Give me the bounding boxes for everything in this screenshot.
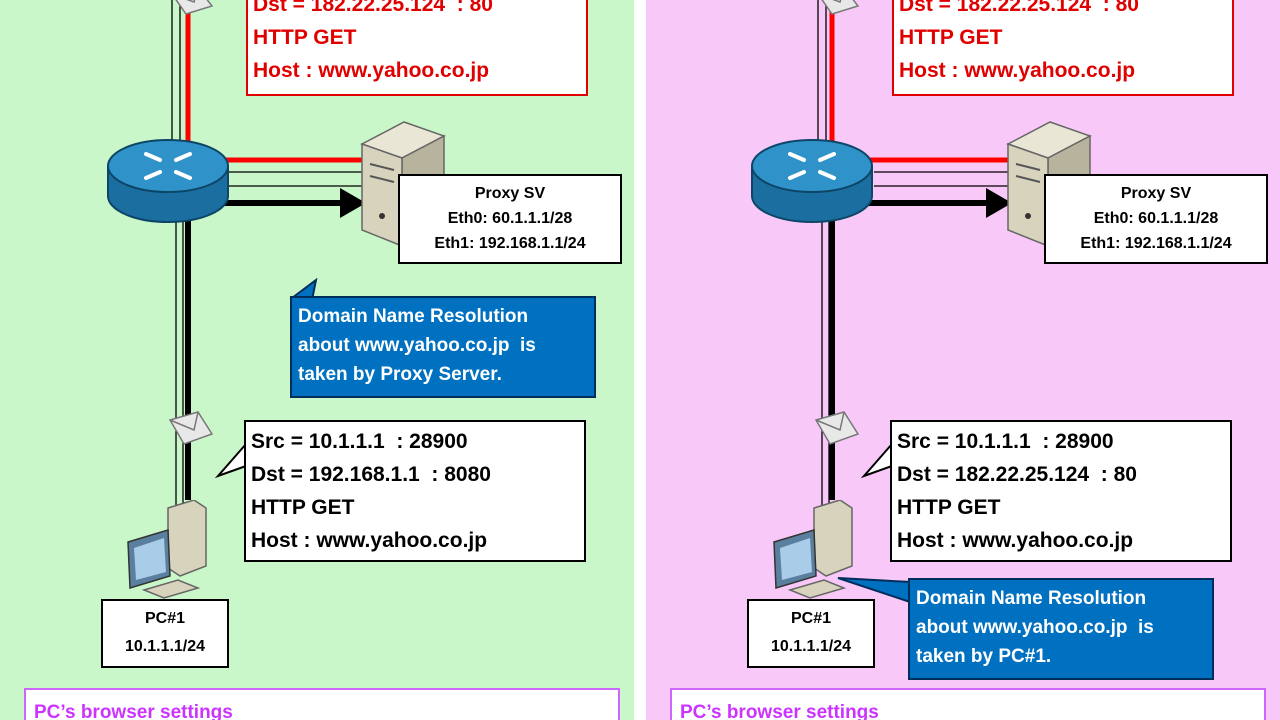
arrow-head	[340, 188, 366, 218]
browser-settings-label: PC’s browser settings	[680, 702, 879, 720]
top-http-message: Dst = 182.22.25.124 : 80 HTTP GET Host :…	[892, 0, 1234, 96]
proxy-server-label: Proxy SV Eth0: 60.1.1.1/28 Eth1: 192.168…	[1044, 174, 1268, 264]
message-line: Dst = 182.22.25.124 : 80	[899, 0, 1139, 16]
proxy-title: Proxy SV	[474, 185, 546, 202]
message-pointer	[214, 441, 247, 479]
message-line: Host : www.yahoo.co.jp	[897, 529, 1134, 552]
pc-name: PC#1	[144, 610, 186, 627]
message-line: HTTP GET	[253, 26, 357, 49]
message-line: HTTP GET	[251, 496, 355, 519]
router-icon	[751, 139, 873, 223]
pc-label: PC#1 10.1.1.1/24	[101, 599, 229, 668]
browser-settings-box: PC’s browser settings	[24, 688, 620, 720]
client-http-message: Src = 10.1.1.1 : 28900 Dst = 182.22.25.1…	[890, 420, 1232, 562]
pc-ip: 10.1.1.1/24	[124, 638, 206, 655]
browser-settings-box: PC’s browser settings	[670, 688, 1266, 720]
callout-line: taken by Proxy Server.	[298, 364, 502, 385]
message-line: Dst = 182.22.25.124 : 80	[253, 0, 493, 16]
message-line: Dst = 182.22.25.124 : 80	[897, 463, 1137, 486]
top-http-message: Dst = 182.22.25.124 : 80 HTTP GET Host :…	[246, 0, 588, 96]
browser-settings-label: PC’s browser settings	[34, 702, 233, 720]
proxy-eth1: Eth1: 192.168.1.1/24	[434, 235, 586, 252]
proxy-eth0: Eth0: 60.1.1.1/28	[1093, 210, 1219, 227]
message-line: Host : www.yahoo.co.jp	[253, 59, 490, 82]
panel-without-proxy: Dst = 182.22.25.124 : 80 HTTP GET Host :…	[646, 0, 1280, 720]
callout-pointer	[837, 577, 911, 604]
message-line: Src = 10.1.1.1 : 28900	[251, 430, 468, 453]
pc-icon	[773, 500, 853, 599]
callout-line: Domain Name Resolution	[298, 306, 529, 327]
message-line: Host : www.yahoo.co.jp	[251, 529, 488, 552]
message-pointer	[860, 441, 893, 479]
pc-icon	[127, 500, 207, 599]
proxy-title: Proxy SV	[1120, 185, 1192, 202]
message-line: Dst = 192.168.1.1 : 8080	[251, 463, 491, 486]
envelope-icon	[175, 0, 214, 15]
pc-ip: 10.1.1.1/24	[770, 638, 852, 655]
message-line: HTTP GET	[897, 496, 1001, 519]
router-icon	[107, 139, 229, 223]
callout-line: taken by PC#1.	[916, 646, 1052, 667]
pc-label: PC#1 10.1.1.1/24	[747, 599, 875, 668]
panel-with-proxy: Dst = 182.22.25.124 : 80 HTTP GET Host :…	[0, 0, 634, 720]
panel-divider	[634, 0, 646, 720]
arrow-head	[986, 188, 1012, 218]
proxy-server-label: Proxy SV Eth0: 60.1.1.1/28 Eth1: 192.168…	[398, 174, 622, 264]
proxy-eth0: Eth0: 60.1.1.1/28	[447, 210, 573, 227]
callout-line: Domain Name Resolution	[916, 588, 1147, 609]
message-line: Src = 10.1.1.1 : 28900	[897, 430, 1114, 453]
client-http-message: Src = 10.1.1.1 : 28900 Dst = 192.168.1.1…	[244, 420, 586, 562]
callout-line: about www.yahoo.co.jp is	[916, 617, 1154, 638]
proxy-eth1: Eth1: 192.168.1.1/24	[1080, 235, 1232, 252]
envelope-icon	[821, 0, 860, 15]
message-line: HTTP GET	[899, 26, 1003, 49]
envelope-icon	[814, 411, 860, 445]
callout-line: about www.yahoo.co.jp is	[298, 335, 536, 356]
pc-name: PC#1	[790, 610, 832, 627]
envelope-icon	[168, 411, 214, 445]
dns-resolution-callout: Domain Name Resolution about www.yahoo.c…	[908, 578, 1214, 680]
message-line: Host : www.yahoo.co.jp	[899, 59, 1136, 82]
dns-resolution-callout: Domain Name Resolution about www.yahoo.c…	[290, 296, 596, 398]
